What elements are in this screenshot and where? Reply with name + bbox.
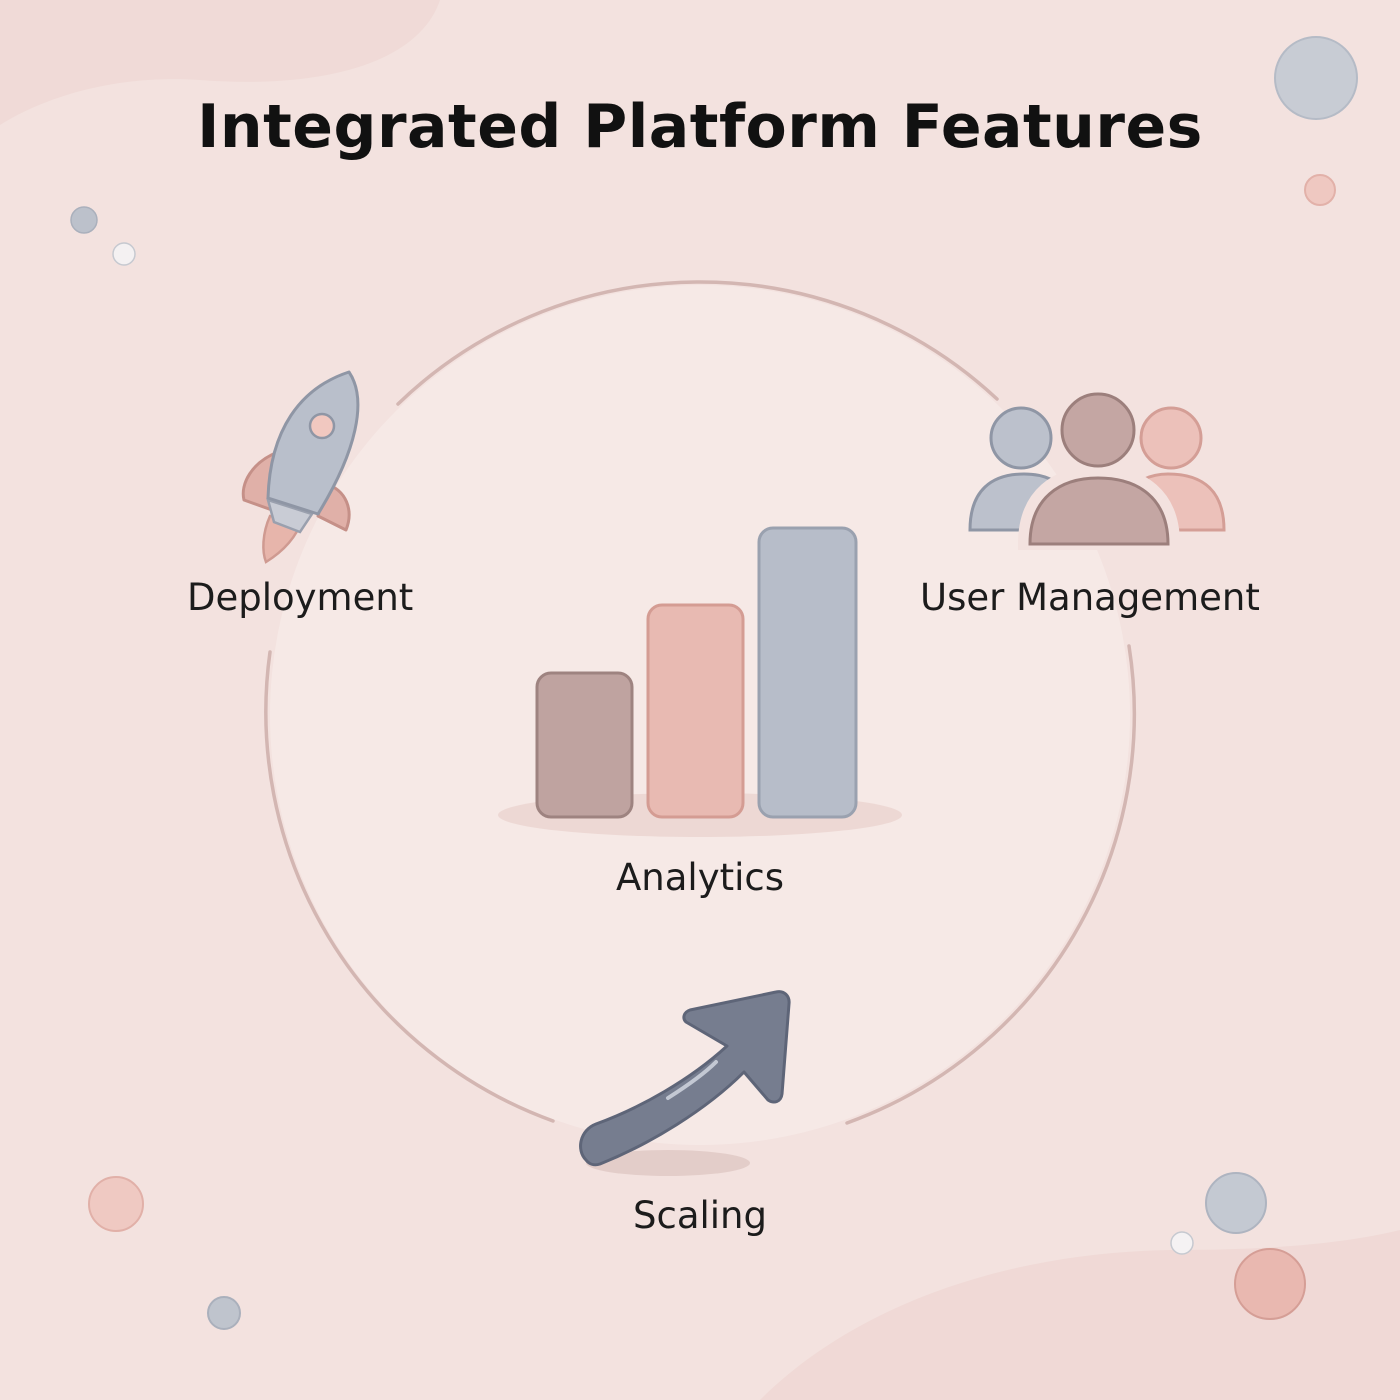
trend-arrow-icon: [579, 990, 791, 1176]
bubble: [207, 1296, 241, 1330]
rocket-window: [308, 412, 336, 440]
bubble: [1274, 36, 1358, 120]
decorative-bubbles: [70, 36, 1358, 1330]
bubble: [112, 242, 136, 266]
arrow-shadow: [586, 1150, 750, 1176]
bar-medium: [646, 603, 745, 819]
ring-arc-right: [845, 644, 1137, 1125]
bubble: [1205, 1172, 1267, 1234]
rocket-icon: [241, 370, 360, 564]
feature-label-scaling: Scaling: [633, 1194, 767, 1237]
arrow-shape: [579, 990, 791, 1167]
user-left-head: [989, 406, 1053, 470]
feature-ring: [264, 280, 1137, 1125]
feature-label-deployment: Deployment: [187, 576, 414, 619]
user-center-body: [1028, 476, 1170, 546]
bar-chart-icon: [498, 526, 902, 837]
bubble: [70, 206, 98, 234]
ring-arc-left: [264, 650, 555, 1123]
bubble: [1304, 174, 1336, 206]
bar-short: [535, 671, 634, 819]
feature-label-user-management: User Management: [920, 576, 1260, 619]
user-right-head: [1139, 406, 1203, 470]
user-center-head: [1060, 392, 1136, 468]
arrow-highlight: [666, 1060, 718, 1100]
bubble: [1234, 1248, 1306, 1320]
bar-chart-bars: [535, 526, 858, 819]
users-icon: [968, 388, 1226, 550]
ring-arc-top: [396, 280, 999, 406]
background-wash-top-left: [0, 0, 440, 125]
bar-tall: [757, 526, 858, 819]
page-title: Integrated Platform Features: [197, 92, 1203, 162]
feature-label-analytics: Analytics: [615, 856, 785, 899]
background-wash-bottom-right: [760, 1230, 1400, 1400]
rocket-body: [266, 370, 360, 516]
bubble: [88, 1176, 144, 1232]
rocket-nozzle: [266, 498, 314, 534]
bubble: [1170, 1231, 1194, 1255]
